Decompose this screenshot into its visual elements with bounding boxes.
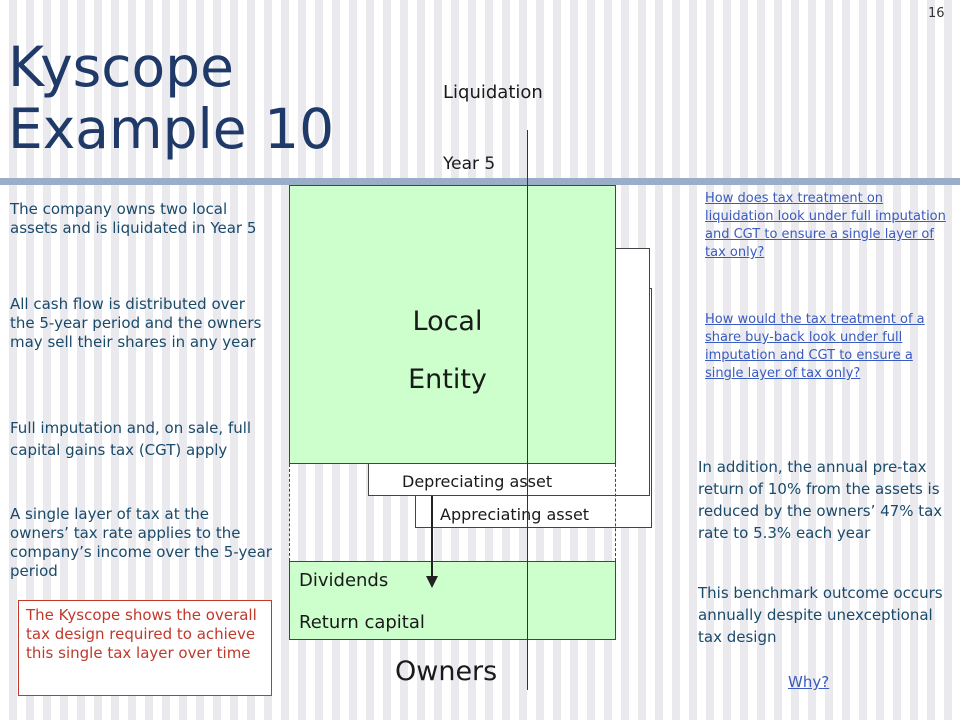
owners-label: Owners xyxy=(395,656,498,687)
year-5-timeline-line xyxy=(527,130,528,690)
kyscope-note: The Kyscope shows the overall tax design… xyxy=(18,600,272,696)
title-divider xyxy=(0,178,960,185)
year-5-label: Year 5 xyxy=(443,154,496,174)
dividends-label: Dividends xyxy=(299,570,389,591)
single-layer-description: A single layer of tax at the owners’ tax… xyxy=(10,505,272,580)
return-capital-label: Return capital xyxy=(299,612,425,633)
page-number: 16 xyxy=(928,6,945,21)
liquidation-tax-link[interactable]: How does tax treatment on liquidation lo… xyxy=(705,191,946,260)
depreciating-asset-label: Depreciating asset xyxy=(402,472,553,491)
title-line-1: Kyscope xyxy=(8,35,234,99)
benchmark-note: This benchmark outcome occurs annually d… xyxy=(698,584,943,646)
page-title: Kyscope Example 10 xyxy=(8,36,428,160)
entity-label-line-2: Entity xyxy=(408,364,487,395)
entity-label-line-1: Local xyxy=(412,306,483,337)
company-description: The company owns two local assets and is… xyxy=(10,200,257,237)
share-buyback-link[interactable]: How would the tax treatment of a share b… xyxy=(705,312,925,381)
cash-flow-description: All cash flow is distributed over the 5-… xyxy=(10,295,262,351)
appreciating-asset-label: Appreciating asset xyxy=(440,505,590,524)
pre-tax-return-note: In addition, the annual pre-tax return o… xyxy=(698,458,943,542)
imputation-description: Full imputation and, on sale, full capit… xyxy=(10,419,252,459)
right-dashed-connector xyxy=(615,464,616,561)
left-dashed-connector xyxy=(289,464,290,561)
why-link[interactable]: Why? xyxy=(788,673,830,691)
local-entity-box xyxy=(289,185,616,464)
owners-distribution-box xyxy=(289,561,616,640)
distribution-arrow xyxy=(426,496,438,588)
title-line-2: Example 10 xyxy=(8,97,335,161)
liquidation-label: Liquidation xyxy=(443,82,543,103)
